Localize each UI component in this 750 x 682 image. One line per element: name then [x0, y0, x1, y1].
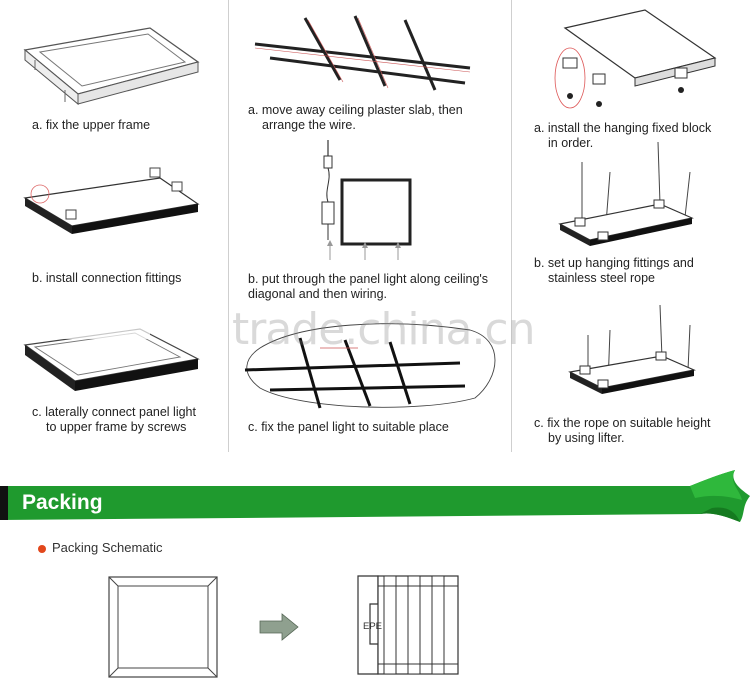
packing-schematic-label: Packing Schematic: [52, 540, 163, 555]
caption-put-through-line2: diagonal and then wiring.: [248, 287, 387, 301]
epe-packing-diagram: [357, 575, 459, 675]
caption-install-hanging-block: a. install the hanging fixed block in or…: [534, 121, 711, 151]
caption-fix-rope-height: c. fix the rope on suitable height by us…: [534, 416, 711, 446]
ceiling-grid-illustration: [254, 15, 471, 91]
caption-fix-panel-light: c. fix the panel light to suitable place: [248, 420, 449, 434]
caption-laterally-connect-line1: c. laterally connect panel light: [32, 405, 196, 419]
caption-laterally-connect: c. laterally connect panel light to uppe…: [32, 405, 196, 435]
hanging-rope-illustration: [558, 141, 694, 246]
caption-put-through-panel: b. put through the panel light along cei…: [248, 272, 488, 302]
arrow-right-icon: [259, 613, 299, 641]
epe-label: EPE: [363, 621, 383, 632]
caption-install-connection-fittings: b. install connection fittings: [32, 271, 182, 285]
column-divider-2: [511, 0, 512, 452]
caption-laterally-connect-line2: to upper frame by screws: [46, 420, 187, 434]
packing-banner-title: Packing: [22, 491, 103, 514]
column-divider-1: [228, 0, 229, 452]
hanging-block-illustration: [554, 9, 717, 109]
caption-move-away-line2: arrange the wire.: [262, 118, 356, 132]
caption-fix-upper-frame: a. fix the upper frame: [32, 118, 151, 132]
bullet-dot: [38, 545, 46, 553]
caption-set-up-line1: b. set up hanging fittings and: [534, 256, 694, 270]
laterally-connect-illustration: [23, 325, 200, 391]
connection-fittings-illustration: [23, 167, 200, 234]
caption-set-up-line2: stainless steel rope: [548, 271, 656, 285]
caption-install-hanging-line2: in order.: [548, 136, 594, 150]
rope-height-illustration: [568, 304, 696, 394]
panel-fixed-illustration: [244, 323, 496, 409]
panel-wiring-illustration: [321, 140, 412, 260]
caption-put-through-line1: b. put through the panel light along cei…: [248, 272, 489, 286]
upper-frame-illustration: [23, 27, 200, 106]
caption-fix-rope-line1: c. fix the rope on suitable height: [534, 416, 711, 430]
caption-set-up-hanging-fittings: b. set up hanging fittings and stainless…: [534, 256, 694, 286]
caption-move-away-line1: a. move away ceiling plaster slab, then: [248, 103, 463, 117]
caption-move-away-ceiling-slab: a. move away ceiling plaster slab, then …: [248, 103, 463, 133]
watermark: trade.china.cn: [232, 304, 536, 355]
packed-panel-frame: [108, 576, 218, 678]
caption-install-hanging-line1: a. install the hanging fixed block: [534, 121, 712, 135]
caption-fix-rope-line2: by using lifter.: [548, 431, 625, 445]
packing-banner: [0, 470, 750, 522]
